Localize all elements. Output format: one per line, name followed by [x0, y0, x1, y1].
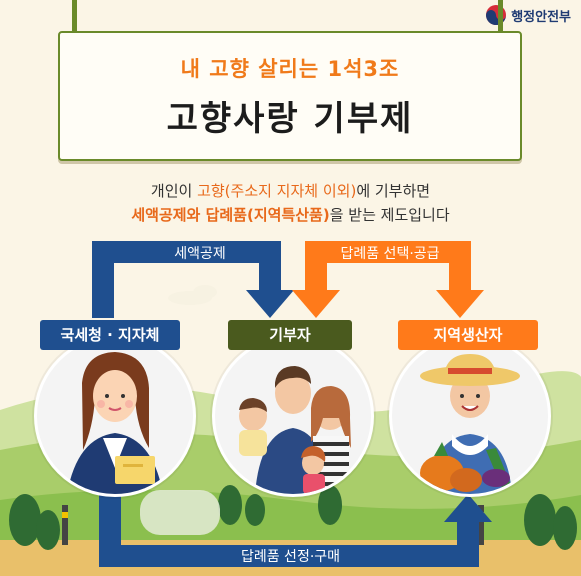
description-line-2: 세액공제와 답례품(지역특산품)을 받는 제도입니다 [0, 204, 581, 225]
sign-post-left [72, 0, 77, 40]
page-title: 고향사랑 기부제 [166, 99, 414, 139]
gift-select-arrowhead-left [292, 290, 340, 318]
title-signboard: 내 고향 살리는 1석3조 고향사랑 기부제 [58, 31, 522, 161]
gift-purchase-arrowhead [444, 494, 492, 522]
producer-tag: 지역생산자 [398, 320, 538, 350]
tax-credit-arrow [92, 241, 281, 318]
producer-farmer-illustration [389, 335, 551, 497]
ministry-name: 행정안전부 [511, 9, 571, 25]
gift-select-arrowhead-right [436, 290, 484, 318]
gift-select-arrow [305, 241, 471, 292]
gift-purchase-arrow [99, 480, 479, 567]
sign-post-right [498, 0, 503, 40]
description-line-1: 개인이 고향(주소지 지자체 이외)에 기부하면 [0, 180, 581, 201]
government-tag: 국세청 · 지자체 [40, 320, 180, 350]
government-illustration [34, 335, 196, 497]
desc-text: 개인이 [150, 182, 198, 200]
donor-family-illustration [212, 335, 374, 497]
subtitle: 내 고향 살리는 1석3조 [180, 57, 400, 81]
tax-credit-label: 세액공제 [174, 246, 226, 262]
tax-credit-arrowhead [246, 290, 294, 318]
gift-select-label: 답례품 선택·공급 [340, 246, 440, 262]
desc-highlight-bold: 세액공제와 답례품(지역특산품) [131, 206, 330, 224]
donor-tag: 기부자 [228, 320, 352, 350]
gift-purchase-label: 답례품 선정·구매 [240, 549, 341, 565]
desc-highlight: 고향(주소지 지자체 이외) [197, 182, 357, 200]
desc-text: 을 받는 제도입니다 [329, 206, 450, 224]
desc-text: 에 기부하면 [356, 182, 431, 200]
